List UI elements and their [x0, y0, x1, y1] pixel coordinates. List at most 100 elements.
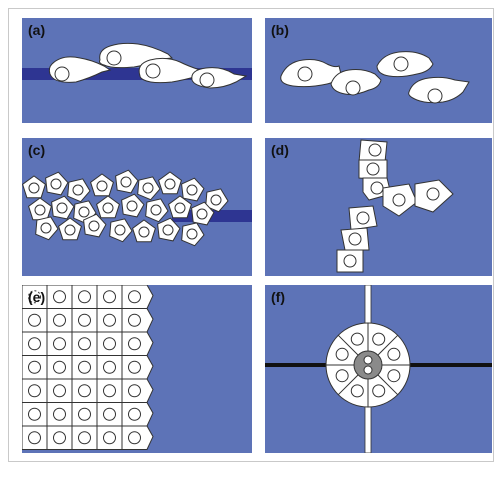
- panel-a-illustration: [22, 42, 252, 89]
- cell-nucleus: [128, 313, 141, 327]
- central-nucleus: [363, 365, 373, 375]
- cell-nucleus: [426, 187, 440, 201]
- cell-nucleus: [72, 184, 84, 196]
- panel-f-illustration: [265, 285, 492, 453]
- cell-nucleus: [106, 50, 122, 66]
- cell-nucleus: [427, 88, 443, 104]
- cell-nucleus: [393, 56, 409, 72]
- cell-nucleus: [78, 407, 91, 421]
- panel-f: (f): [265, 285, 492, 453]
- cell-nucleus: [28, 290, 41, 304]
- cell-nucleus: [120, 176, 132, 188]
- central-nucleus: [363, 355, 373, 365]
- panel-e-label: (e): [28, 289, 46, 305]
- cell-nucleus: [372, 384, 386, 398]
- cell-nucleus: [28, 384, 41, 398]
- cell-nucleus: [103, 337, 116, 351]
- cell-nucleus: [53, 384, 66, 398]
- cell-nucleus: [196, 208, 208, 220]
- cell-nucleus: [370, 181, 384, 195]
- cell-nucleus: [28, 337, 41, 351]
- rosette-divider: [377, 334, 399, 356]
- cell-nucleus: [335, 369, 349, 383]
- cell-nucleus: [210, 194, 222, 206]
- rosette-divider: [337, 334, 359, 356]
- cell-nucleus: [114, 224, 126, 236]
- cell-nucleus: [54, 66, 70, 82]
- cell-nucleus: [53, 313, 66, 327]
- cell-nucleus: [174, 202, 186, 214]
- panel-e-illustration: [22, 285, 154, 450]
- cell-nucleus: [366, 162, 380, 176]
- cell-nucleus: [78, 313, 91, 327]
- cell-nucleus: [128, 360, 141, 374]
- cell-nucleus: [142, 182, 154, 194]
- cell-nucleus: [78, 360, 91, 374]
- panel-d-label: (d): [271, 142, 289, 158]
- cell-nucleus: [356, 211, 370, 225]
- cell-nucleus: [297, 66, 313, 82]
- cell-nucleus: [392, 193, 406, 207]
- cell-nucleus: [96, 180, 108, 192]
- cell-nucleus: [28, 182, 40, 194]
- panel-a-label: (a): [28, 22, 46, 38]
- cell-nucleus: [387, 369, 401, 383]
- cell-nucleus: [103, 407, 116, 421]
- cell-nucleus: [53, 431, 66, 445]
- cell-nucleus: [343, 254, 357, 268]
- cell-nucleus: [78, 290, 91, 304]
- cell-nucleus: [128, 384, 141, 398]
- rosette-divider: [337, 374, 359, 396]
- cell-nucleus: [78, 384, 91, 398]
- cell-nucleus: [199, 72, 215, 88]
- panel-b-illustration: [280, 51, 470, 104]
- cell-cluster: [22, 169, 229, 247]
- cell-nucleus: [128, 290, 141, 304]
- central-cell: [353, 350, 383, 380]
- cell-nucleus: [145, 63, 161, 79]
- cell-nucleus: [88, 220, 100, 232]
- panel-b-label: (b): [271, 22, 289, 38]
- cell-nucleus: [50, 178, 62, 190]
- panel-c-illustration: [22, 169, 252, 247]
- cell-nucleus: [126, 200, 138, 212]
- cell-nucleus: [103, 290, 116, 304]
- cell-nucleus: [372, 332, 386, 346]
- cell-nucleus: [348, 232, 362, 246]
- cell-nucleus: [56, 202, 68, 214]
- cell-nucleus: [40, 222, 52, 234]
- cell-nucleus: [78, 337, 91, 351]
- cell-nucleus: [64, 224, 76, 236]
- panel-c-label: (c): [28, 142, 46, 158]
- cell-nucleus: [53, 407, 66, 421]
- cell-nucleus: [78, 431, 91, 445]
- cell-nucleus: [34, 204, 46, 216]
- cell-nucleus: [162, 224, 174, 236]
- cell-nucleus: [335, 347, 349, 361]
- panel-a: (a): [22, 18, 252, 123]
- cell-nucleus: [138, 226, 150, 238]
- rosette-divider: [377, 374, 399, 396]
- cell-nucleus: [53, 337, 66, 351]
- panel-d: (d): [265, 138, 492, 276]
- cell-nucleus: [53, 290, 66, 304]
- cell-nucleus: [103, 313, 116, 327]
- rosette: [326, 323, 410, 407]
- cell-nucleus: [103, 431, 116, 445]
- cell-sheet: [22, 285, 154, 450]
- cell-nucleus: [350, 384, 364, 398]
- cell-nucleus: [164, 178, 176, 190]
- cell-nucleus: [345, 80, 361, 96]
- cell-nucleus: [368, 143, 382, 157]
- panel-b: (b): [265, 18, 492, 123]
- cell-nucleus: [28, 407, 41, 421]
- cell-nucleus: [150, 204, 162, 216]
- cell-nucleus: [186, 184, 198, 196]
- panel-c: (c): [22, 138, 252, 276]
- cell-nucleus: [102, 202, 114, 214]
- panel-e: (e): [22, 285, 252, 453]
- cell-nucleus: [28, 431, 41, 445]
- cell-nucleus: [186, 228, 198, 240]
- cell-nucleus: [350, 332, 364, 346]
- cell-nucleus: [128, 337, 141, 351]
